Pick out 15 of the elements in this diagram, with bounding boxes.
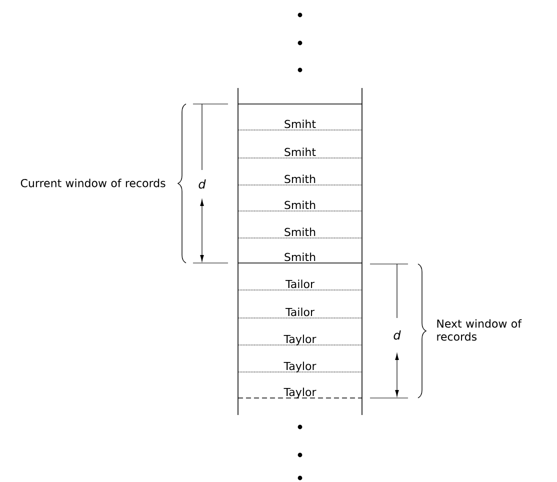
window-label: Next window of records bbox=[437, 319, 522, 341]
record: Tailor bbox=[285, 308, 315, 316]
record: Taylor bbox=[284, 334, 316, 346]
record: Smith bbox=[284, 174, 316, 184]
record: Taylor bbox=[284, 388, 316, 398]
record: Tailor bbox=[285, 280, 315, 288]
record: Smith bbox=[284, 252, 316, 262]
record: Taylor bbox=[284, 362, 316, 372]
window-label: Current window of records bbox=[20, 178, 166, 188]
record: Smiht bbox=[284, 120, 316, 128]
record: Smiht bbox=[284, 148, 316, 156]
record: Smith bbox=[284, 228, 316, 236]
record: Smith bbox=[284, 200, 316, 210]
dimension-label: d bbox=[198, 179, 206, 189]
dimension-label: d bbox=[394, 330, 401, 340]
